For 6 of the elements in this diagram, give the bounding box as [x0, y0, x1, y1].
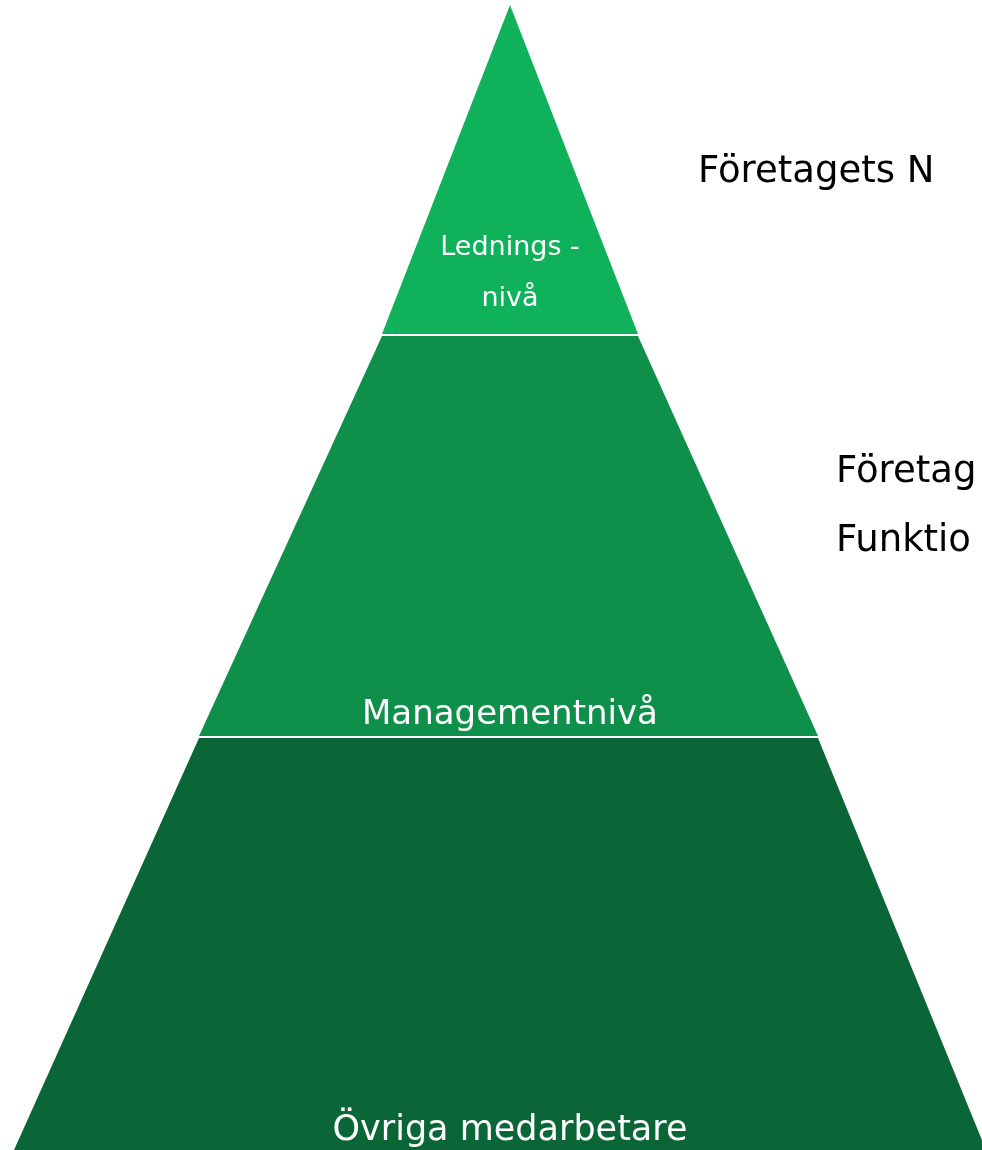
tier-label: Lednings -nivå: [439, 229, 581, 315]
tier-label: Övriga medarbetare: [331, 1106, 689, 1150]
side-text: Företag: [836, 448, 977, 491]
tier-label: Managementnivå: [361, 691, 659, 734]
side-text: Funktio: [836, 517, 971, 560]
side-text: Företagets N: [698, 148, 935, 191]
